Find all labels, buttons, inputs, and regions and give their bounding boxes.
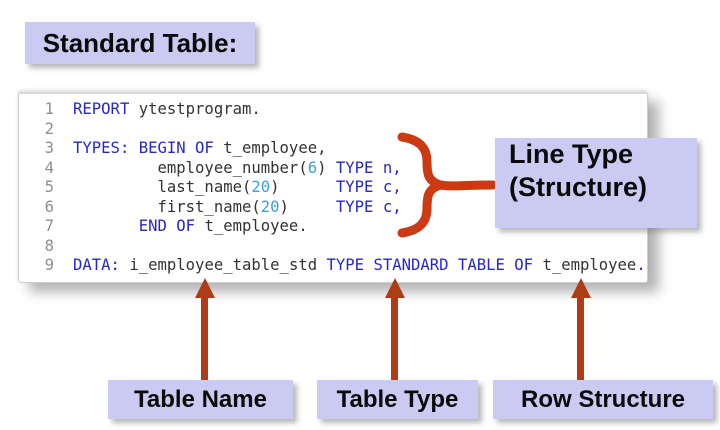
line-number: 9 [44, 256, 54, 274]
code-line: 8 [19, 237, 647, 257]
arrow-head-icon [570, 278, 591, 298]
line-number: 3 [44, 139, 54, 157]
code-line: 1 REPORT ytestprogram. [19, 100, 647, 120]
code-text: DATA: i_employee_table_std TYPE STANDARD… [73, 256, 646, 274]
code-line: 2 [19, 120, 647, 140]
code-line: 6 first_name(20) TYPE c, [19, 198, 647, 218]
code-text: employee_number(6) TYPE n, [73, 158, 402, 177]
line-type-structure-label: Line Type (Structure) [495, 138, 697, 228]
arrow-head-icon [194, 278, 215, 298]
brace-pointer [435, 180, 498, 191]
code-line: 3 TYPES: BEGIN OF t_employee, [19, 139, 647, 159]
line-number: 7 [44, 217, 54, 235]
line-type-label-line2: (Structure) [509, 172, 648, 202]
arrow-table-name [194, 278, 215, 380]
line-number: 8 [44, 236, 54, 255]
code-text: END OF t_employee. [138, 217, 308, 235]
arrow-head-icon [384, 278, 405, 298]
line-type-label-line1: Line Type [509, 139, 634, 169]
arrow-shaft [201, 298, 208, 380]
code-line: 5 last_name(20) TYPE c, [19, 178, 647, 198]
code-text: TYPES: BEGIN OF t_employee, [73, 139, 327, 157]
arrow-table-type [384, 278, 405, 380]
code-text: first_name(20) TYPE c, [73, 197, 402, 216]
standard-table-title: Standard Table: [25, 22, 255, 64]
arrow-row-structure [570, 278, 591, 380]
code-line: 4 employee_number(6) TYPE n, [19, 159, 647, 179]
line-number: 5 [44, 178, 54, 196]
arrow-shaft [391, 298, 398, 380]
line-number: 6 [44, 197, 54, 216]
brace-line-type [397, 132, 498, 238]
brace-path [397, 132, 454, 238]
arrow-shaft [577, 298, 584, 380]
line-number: 2 [44, 119, 54, 138]
line-number: 4 [44, 158, 54, 177]
code-text: REPORT ytestprogram. [73, 100, 261, 118]
code-text: last_name(20) TYPE c, [73, 178, 402, 196]
table-type-label: Table Type [317, 380, 478, 419]
code-line: 7 END OF t_employee. [19, 217, 647, 237]
line-number: 1 [44, 100, 54, 118]
row-structure-label: Row Structure [493, 380, 713, 419]
table-name-label: Table Name [108, 380, 293, 419]
code-line: 9 DATA: i_employee_table_std TYPE STANDAR… [19, 256, 647, 276]
